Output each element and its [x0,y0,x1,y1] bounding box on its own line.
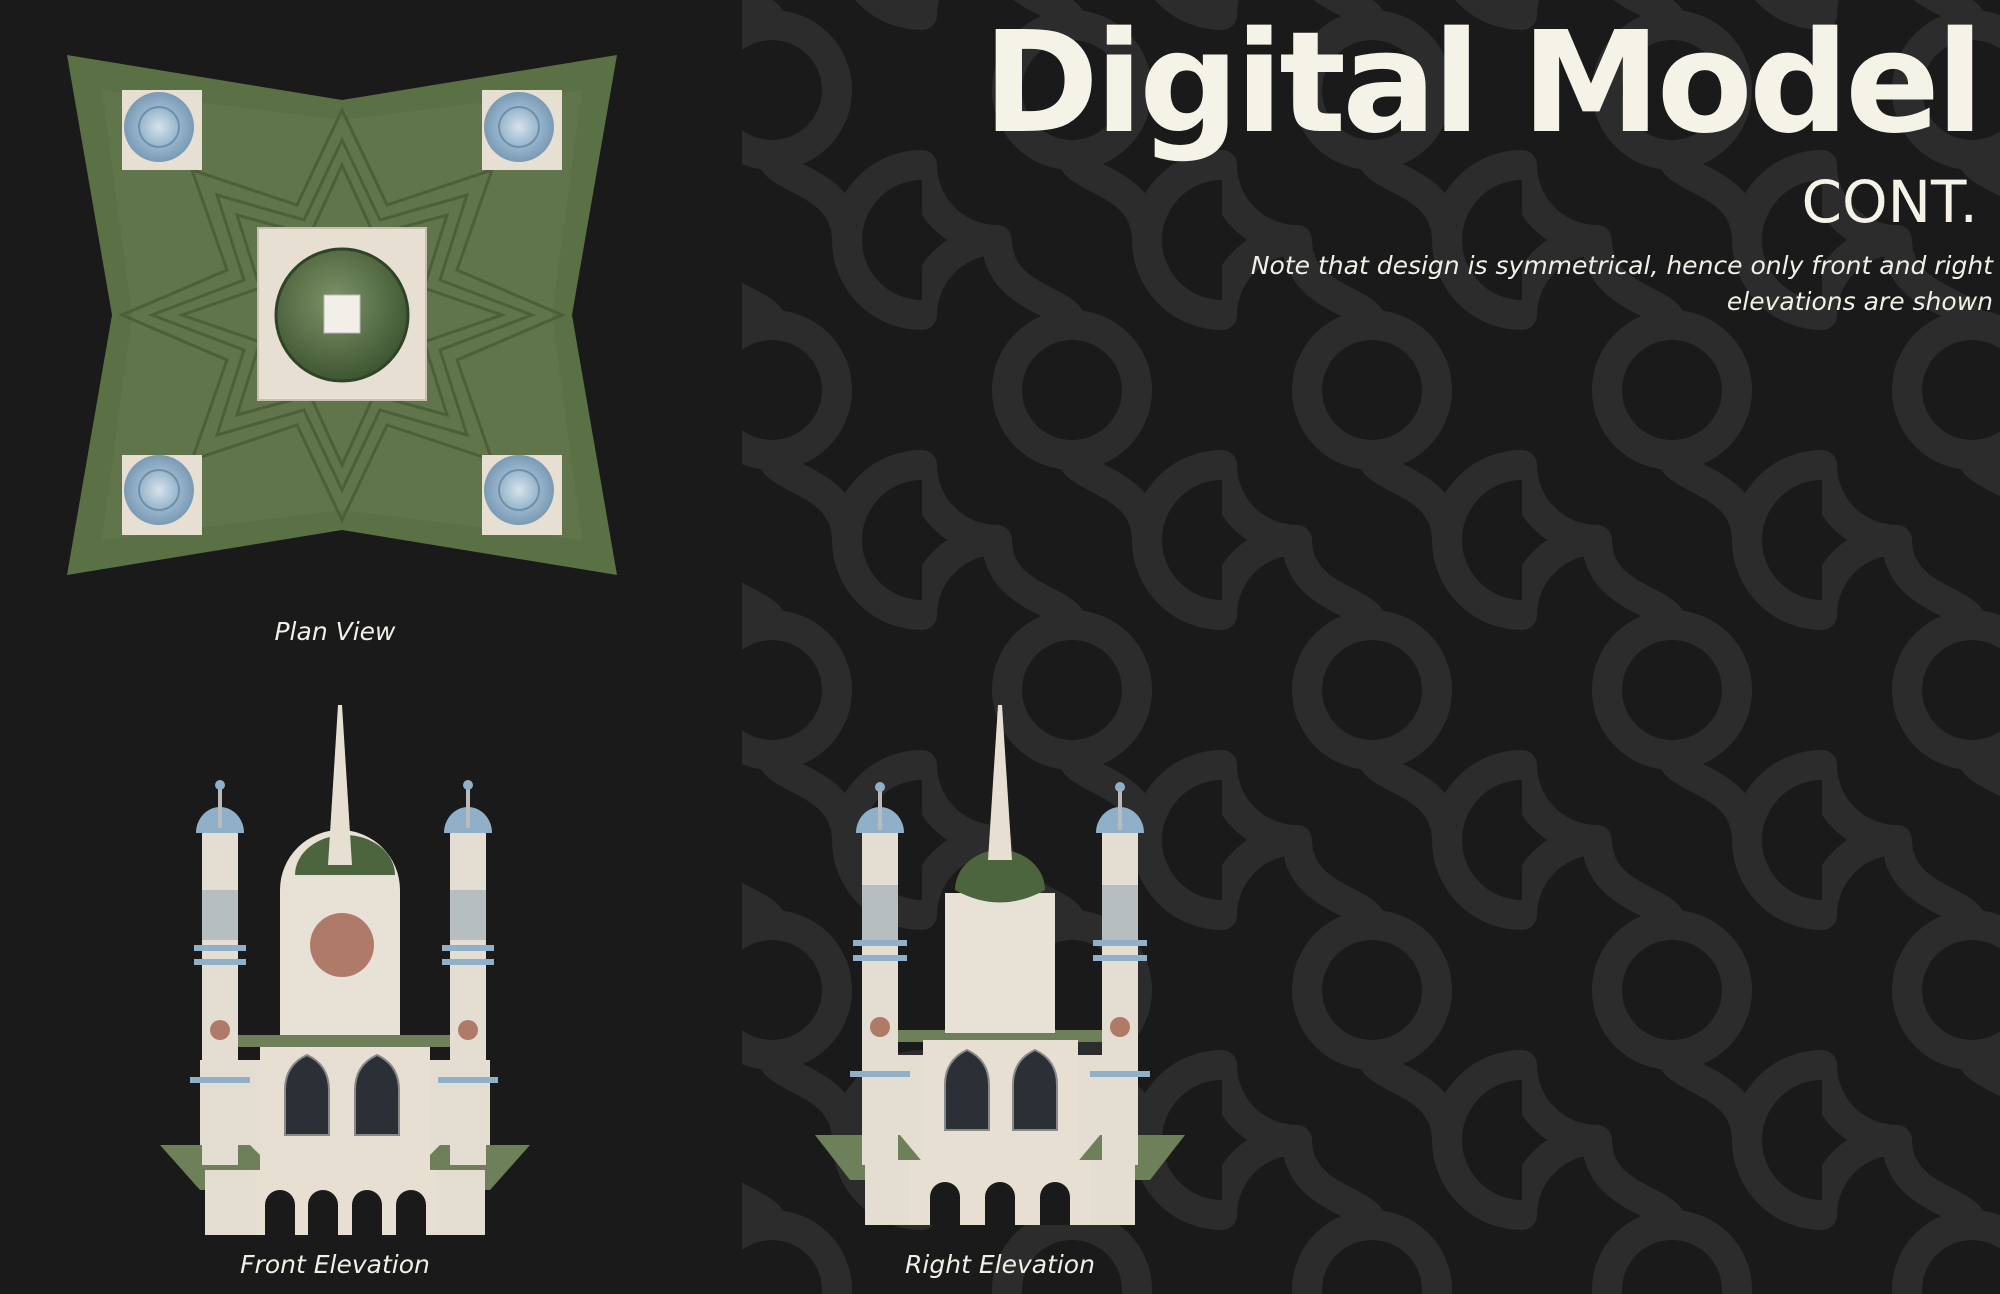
plan-view-caption: Plan View [274,617,396,646]
page-subtitle: CONT. [1801,168,1978,236]
plan-view-image [67,55,617,575]
right-elevation-image [815,705,1185,1225]
right-right-minaret [1090,782,1150,1165]
minaret-top-right [482,90,562,170]
front-elevation-caption: Front Elevation [240,1250,430,1279]
front-left-minaret [190,780,250,1165]
front-right-minaret [438,780,498,1165]
front-elevation-image [160,705,530,1235]
design-note: Note that design is symmetrical, hence o… [1250,251,1993,316]
minaret-top-left [122,90,202,170]
right-left-minaret [850,782,910,1165]
page-title: Digital Model [982,2,1984,165]
minaret-bottom-right [482,455,562,535]
minaret-bottom-left [122,455,202,535]
right-elevation-caption: Right Elevation [905,1250,1095,1279]
